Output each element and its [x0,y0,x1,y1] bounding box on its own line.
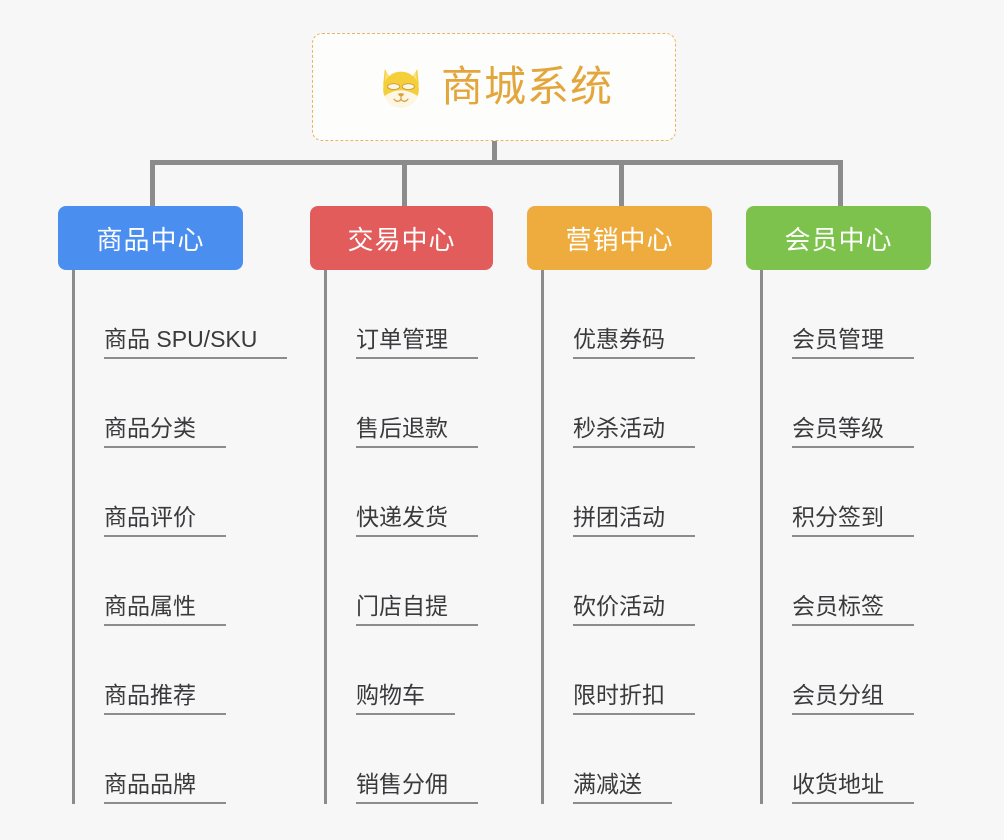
child-label: 销售分佣 [356,771,478,804]
child-label: 商品 SPU/SKU [104,326,288,359]
branch-column-member: 会员中心 会员管理 会员等级 积分签到 会员标签 会员分组 收货地址 [746,206,931,804]
shiba-dog-emoji [383,69,419,108]
category-header-member[interactable]: 会员中心 [746,206,931,270]
branch-column-marketing: 营销中心 优惠券码 秒杀活动 拼团活动 砍价活动 限时折扣 满减送 [527,206,712,804]
branch-column-trade: 交易中心 订单管理 售后退款 快递发货 门店自提 购物车 销售分佣 [310,206,493,804]
child-label: 优惠券码 [573,326,695,359]
child-label: 积分签到 [792,504,914,537]
root-title: 商城系统 [440,63,613,110]
child-label: 限时折扣 [573,682,695,715]
connector-root-stem [492,141,497,164]
category-label: 商品中心 [96,224,205,255]
category-header-marketing[interactable]: 营销中心 [527,206,712,270]
list-item[interactable]: 售后退款 [324,359,493,448]
list-item[interactable]: 拼团活动 [541,448,712,537]
child-label: 订单管理 [356,326,478,359]
list-item[interactable]: 快递发货 [324,448,493,537]
connector-drop-2 [402,160,407,206]
list-item[interactable]: 会员标签 [760,537,931,626]
child-label: 商品分类 [104,415,226,448]
child-spine [541,270,544,804]
branch-column-product: 商品中心 商品 SPU/SKU 商品分类 商品评价 商品属性 商品推荐 商品品牌 [58,206,288,804]
child-label: 会员分组 [792,682,914,715]
category-header-trade[interactable]: 交易中心 [310,206,493,270]
child-label: 满减送 [573,771,672,804]
child-label: 快递发货 [356,504,478,537]
list-item[interactable]: 积分签到 [760,448,931,537]
category-label: 交易中心 [347,224,456,255]
list-item[interactable]: 商品 SPU/SKU [72,270,288,359]
child-label: 秒杀活动 [573,415,695,448]
child-list-product: 商品 SPU/SKU 商品分类 商品评价 商品属性 商品推荐 商品品牌 [58,270,288,804]
list-item[interactable]: 商品品牌 [72,715,243,804]
child-label: 会员标签 [792,593,914,626]
category-label: 营销中心 [565,224,674,255]
category-header-product[interactable]: 商品中心 [58,206,243,270]
list-item[interactable]: 会员管理 [760,270,931,359]
child-spine [324,270,327,804]
child-label: 会员管理 [792,326,914,359]
connector-drop-4 [838,160,843,206]
list-item[interactable]: 秒杀活动 [541,359,712,448]
list-item[interactable]: 购物车 [324,626,493,715]
list-item[interactable]: 门店自提 [324,537,493,626]
list-item[interactable]: 满减送 [541,715,712,804]
child-label: 商品评价 [104,504,226,537]
child-label: 砍价活动 [573,593,695,626]
list-item[interactable]: 收货地址 [760,715,931,804]
list-item[interactable]: 限时折扣 [541,626,712,715]
child-spine [72,270,75,804]
child-list-trade: 订单管理 售后退款 快递发货 门店自提 购物车 销售分佣 [310,270,493,804]
child-spine [760,270,763,804]
list-item[interactable]: 订单管理 [324,270,493,359]
child-list-marketing: 优惠券码 秒杀活动 拼团活动 砍价活动 限时折扣 满减送 [527,270,712,804]
list-item[interactable]: 商品分类 [72,359,243,448]
connector-drop-3 [619,160,624,206]
root-node[interactable]: 商城系统 [312,33,676,141]
child-list-member: 会员管理 会员等级 积分签到 会员标签 会员分组 收货地址 [746,270,931,804]
child-label: 商品推荐 [104,682,226,715]
child-label: 拼团活动 [573,504,695,537]
child-label: 商品品牌 [104,771,226,804]
list-item[interactable]: 商品评价 [72,448,243,537]
list-item[interactable]: 商品推荐 [72,626,243,715]
list-item[interactable]: 商品属性 [72,537,243,626]
child-label: 门店自提 [356,593,478,626]
list-item[interactable]: 会员分组 [760,626,931,715]
list-item[interactable]: 砍价活动 [541,537,712,626]
child-label: 售后退款 [356,415,478,448]
child-label: 收货地址 [792,771,914,804]
list-item[interactable]: 会员等级 [760,359,931,448]
list-item[interactable]: 销售分佣 [324,715,493,804]
child-label: 商品属性 [104,593,226,626]
connector-drop-1 [150,160,155,206]
child-label: 购物车 [356,682,455,715]
list-item[interactable]: 优惠券码 [541,270,712,359]
category-label: 会员中心 [784,224,893,255]
child-label: 会员等级 [792,415,914,448]
connector-horizontal-bus [150,160,840,165]
